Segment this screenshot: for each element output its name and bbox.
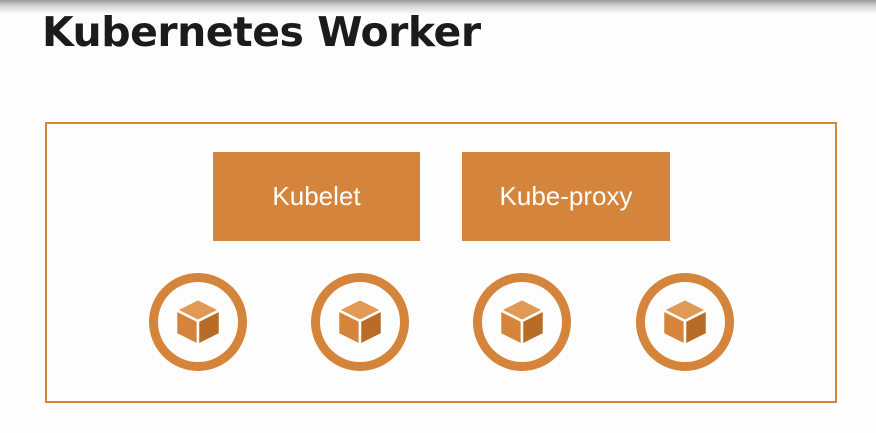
pod-3 xyxy=(473,273,571,371)
pod-4 xyxy=(636,273,734,371)
slide-title: Kubernetes Worker xyxy=(42,8,481,56)
container-cube-icon xyxy=(336,297,384,347)
kube-proxy-box: Kube-proxy xyxy=(462,152,670,241)
container-cube-icon xyxy=(174,297,222,347)
worker-node-frame xyxy=(45,122,837,403)
container-cube-icon xyxy=(661,297,709,347)
kube-proxy-label: Kube-proxy xyxy=(499,181,633,211)
kubelet-label: Kubelet xyxy=(272,181,361,211)
pod-1 xyxy=(149,273,247,371)
top-shadow xyxy=(0,0,876,14)
container-cube-icon xyxy=(498,297,546,347)
pod-2 xyxy=(311,273,409,371)
kubelet-box: Kubelet xyxy=(213,152,420,241)
